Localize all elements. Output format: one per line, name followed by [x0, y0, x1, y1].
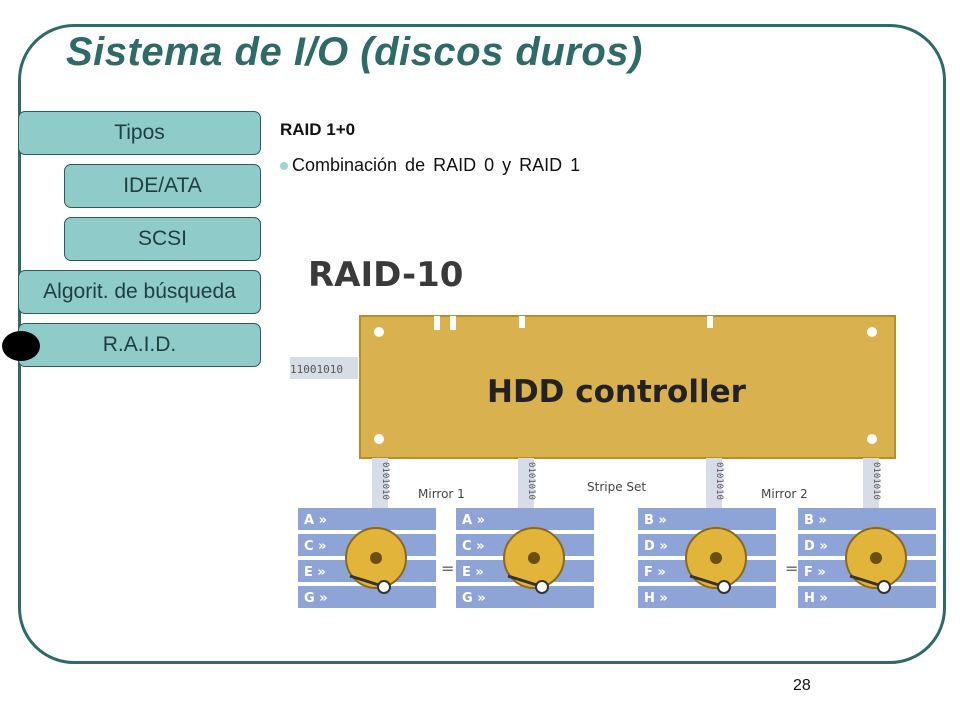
- cable-text-4: 0101010: [871, 462, 881, 500]
- nav-tipos-button[interactable]: Tipos: [18, 111, 261, 155]
- disk-block-label: A »: [462, 513, 485, 528]
- disk-block: [798, 508, 936, 530]
- nav-scsi-button[interactable]: SCSI: [64, 217, 261, 261]
- bullet-dot-icon: [280, 161, 288, 170]
- equals-sign-1: =: [441, 559, 454, 578]
- disk-block-label: G »: [462, 591, 486, 606]
- nav-raid-label: R.A.I.D.: [102, 333, 177, 356]
- controller-label: HDD controller: [487, 374, 747, 410]
- disk-unit-1: A » C » E » G »: [298, 508, 436, 608]
- page-number: 28: [793, 677, 811, 694]
- disk-block: [456, 586, 594, 608]
- nav-algorit-button[interactable]: Algorit. de búsqueda: [18, 270, 261, 314]
- disk-block: [298, 586, 436, 608]
- stripe-set-label: Stripe Set: [587, 480, 646, 494]
- disk-block: [798, 586, 936, 608]
- raid-10-diagram: RAID-10 11001010 HDD controller 0101010 …: [290, 240, 940, 625]
- nav-algorit-label: Algorit. de búsqueda: [43, 280, 236, 303]
- disk-spindle: [710, 552, 722, 564]
- disk-block-label: D »: [644, 539, 668, 554]
- hdd-controller: HDD controller: [359, 315, 896, 459]
- mirror-1-label: Mirror 1: [418, 487, 465, 501]
- disk-block-label: E »: [304, 565, 326, 580]
- disk-arm-pivot: [377, 580, 391, 594]
- disk-block-label: H »: [644, 591, 668, 606]
- disk-block: [456, 508, 594, 530]
- active-nav-indicator: [2, 331, 40, 361]
- disks-group: A » C » E » G » A » C » E » G » B » D » F » H » B » D…: [298, 508, 936, 608]
- cable-text-1: 0101010: [380, 462, 390, 500]
- disk-arm-pivot: [717, 580, 731, 594]
- cable-text-2: 0101010: [526, 462, 536, 500]
- nav-raid-button[interactable]: R.A.I.D.: [18, 323, 261, 367]
- disk-spindle: [528, 552, 540, 564]
- disk-unit-4: B » D » F » H »: [798, 508, 936, 608]
- equals-sign-2: =: [785, 559, 798, 578]
- nav-tipos-label: Tipos: [114, 121, 165, 144]
- cable-text-3: 0101010: [714, 462, 724, 500]
- disk-arm: [849, 574, 883, 588]
- disk-block-label: H »: [804, 591, 828, 606]
- nav-scsi-label: SCSI: [137, 227, 187, 250]
- disk-unit-3: B » D » F » H »: [638, 508, 776, 608]
- disk-block-label: C »: [462, 539, 484, 554]
- disk-spindle: [870, 552, 882, 564]
- disk-block-label: F »: [804, 565, 826, 580]
- controller-cables: [372, 458, 879, 510]
- slide-title: Sistema de I/O (discos duros): [62, 30, 647, 75]
- mirror-2-label: Mirror 2: [761, 487, 808, 501]
- disk-arm-pivot: [877, 580, 891, 594]
- content-bullet: Combinación de RAID 0 y RAID 1: [280, 155, 580, 176]
- nav-ide-ata-label: IDE/ATA: [123, 174, 202, 197]
- diagram-title: RAID-10: [308, 255, 463, 295]
- disk-block-label: B »: [644, 513, 667, 528]
- bullet-text: Combinación de RAID 0 y RAID 1: [292, 155, 581, 175]
- disk-block-label: G »: [304, 591, 328, 606]
- disk-arm: [689, 574, 723, 588]
- disk-block-label: D »: [804, 539, 828, 554]
- binary-stream-text: 11001010: [290, 363, 343, 376]
- disk-block: [638, 586, 776, 608]
- disk-block-label: B »: [804, 513, 827, 528]
- disk-unit-2: A » C » E » G »: [456, 508, 594, 608]
- disk-arm: [349, 574, 383, 588]
- data-stream: [290, 357, 358, 379]
- disk-block: [298, 508, 436, 530]
- disk-block-label: F »: [644, 565, 666, 580]
- disk-spindle: [370, 552, 382, 564]
- content-heading: RAID 1+0: [280, 120, 356, 139]
- disk-arm-pivot: [535, 580, 549, 594]
- disk-block: [638, 508, 776, 530]
- disk-block-label: A »: [304, 513, 327, 528]
- disk-block-label: C »: [304, 539, 326, 554]
- disk-arm: [507, 574, 541, 588]
- nav-ide-ata-button[interactable]: IDE/ATA: [64, 164, 261, 208]
- disk-block-label: E »: [462, 565, 484, 580]
